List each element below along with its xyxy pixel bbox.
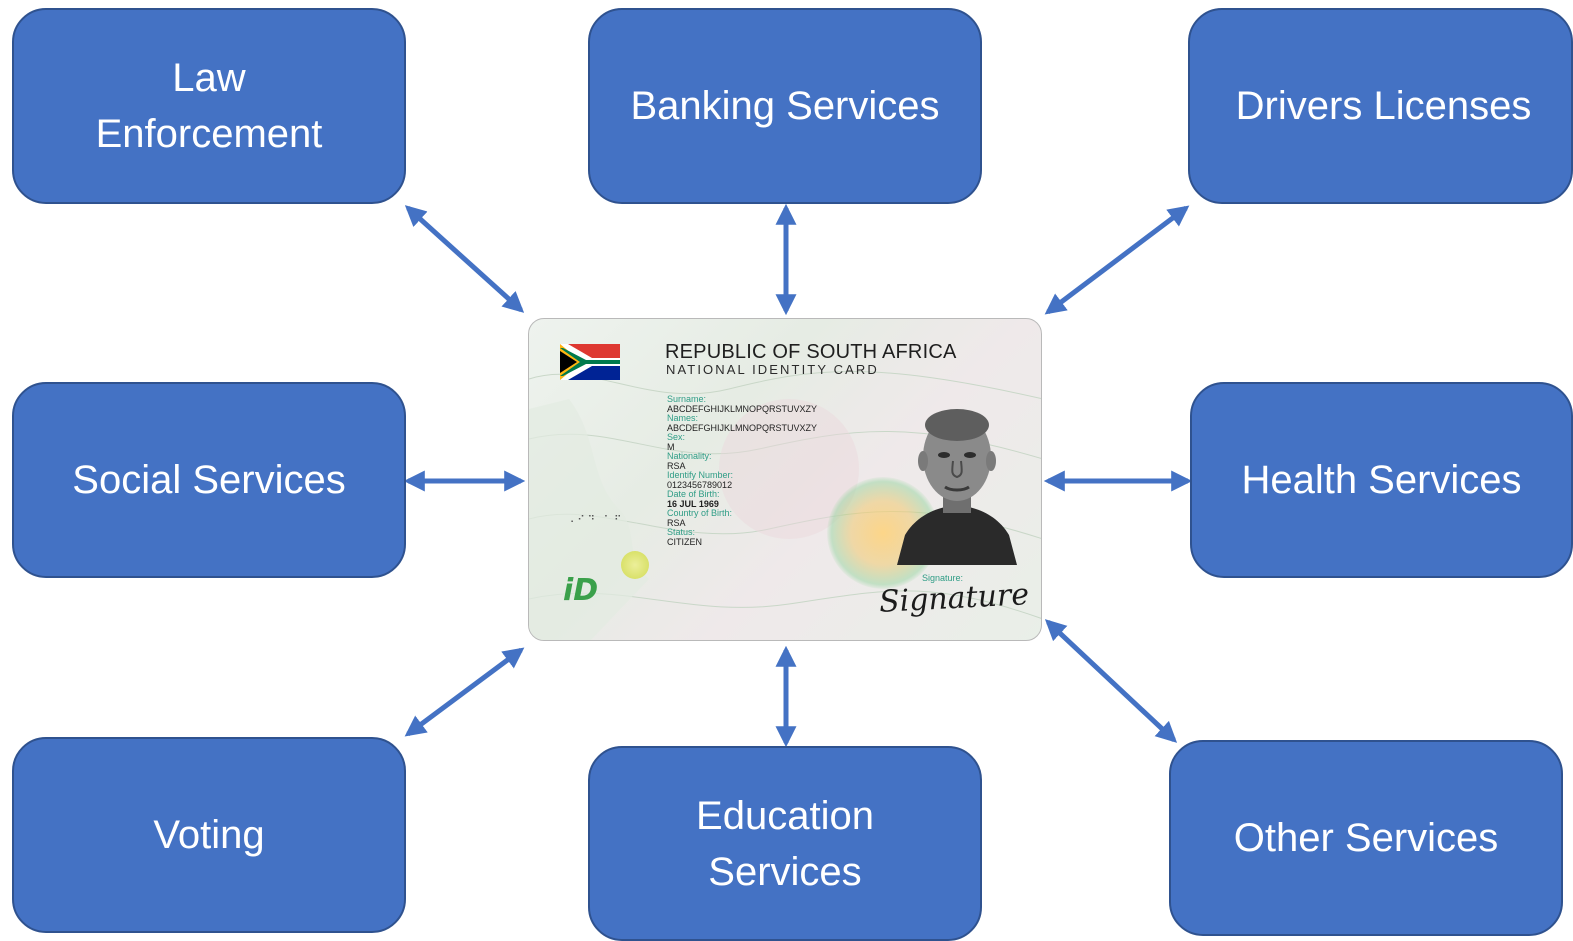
node-law-enforcement-label: Law Enforcement: [95, 56, 323, 156]
gold-hologram-dot: [621, 551, 649, 579]
field-label-sex: Sex:: [667, 432, 686, 442]
field-label-status: Status:: [667, 527, 696, 537]
field-label-identify-number: Identify Number:: [667, 470, 734, 480]
node-education-services: Education Services: [588, 746, 982, 941]
arrow-law-enforcement: [404, 205, 525, 313]
node-voting: Voting: [12, 737, 406, 933]
south-africa-flag-icon: [560, 344, 620, 380]
node-health-services: Health Services: [1190, 382, 1573, 578]
node-social-services: Social Services: [12, 382, 406, 578]
node-drivers-licenses-label: Drivers Licenses: [1235, 84, 1532, 128]
id-card-image: REPUBLIC OF SOUTH AFRICA NATIONAL IDENTI…: [528, 318, 1042, 641]
portrait-photo: [897, 409, 1017, 565]
node-voting-label: Voting: [153, 813, 265, 857]
node-banking-services-label: Banking Services: [630, 84, 940, 128]
field-label-nationality: Nationality:: [667, 451, 712, 461]
card-fields: Surname: ABCDEFGHIJKLMNOPQRSTUVXZY Names…: [667, 394, 897, 547]
node-law-enforcement: Law Enforcement: [12, 8, 406, 204]
id-logo: iD: [563, 573, 599, 608]
field-value-surname: ABCDEFGHIJKLMNOPQRSTUVXZY: [667, 403, 818, 414]
node-other-services-label: Other Services: [1233, 816, 1499, 860]
braille-dots: ⠠⠊⠙ ⠁⠋: [567, 515, 625, 526]
field-label-surname: Surname:: [667, 394, 707, 404]
field-label-names: Names:: [667, 413, 699, 423]
node-health-services-label: Health Services: [1241, 458, 1522, 502]
arrow-other-services: [1044, 619, 1178, 743]
field-value-status: CITIZEN: [667, 536, 702, 547]
node-social-services-label: Social Services: [72, 458, 346, 502]
card-subtitle: NATIONAL IDENTITY CARD: [666, 362, 879, 377]
card-title: REPUBLIC OF SOUTH AFRICA: [665, 341, 957, 363]
node-education-services-label: Education Services: [696, 793, 874, 894]
arrow-voting: [404, 647, 525, 737]
arrow-drivers-licenses: [1044, 205, 1190, 315]
field-value-country-of-birth: RSA: [667, 517, 686, 528]
field-value-sex: M: [667, 441, 675, 452]
card-guilloche-pattern: [529, 371, 1041, 640]
signature-label: Signature:: [922, 573, 964, 583]
field-value-identify-number: 0123456789012: [667, 479, 733, 490]
field-value-names: ABCDEFGHIJKLMNOPQRSTUVXZY: [667, 422, 818, 433]
field-value-nationality: RSA: [667, 460, 686, 471]
node-banking-services: Banking Services: [588, 8, 982, 204]
node-other-services: Other Services: [1169, 740, 1563, 936]
node-drivers-licenses: Drivers Licenses: [1188, 8, 1573, 204]
field-value-date-of-birth: 16 JUL 1969: [667, 498, 719, 509]
field-label-date-of-birth: Date of Birth:: [667, 489, 720, 499]
field-label-country-of-birth: Country of Birth:: [667, 508, 733, 518]
